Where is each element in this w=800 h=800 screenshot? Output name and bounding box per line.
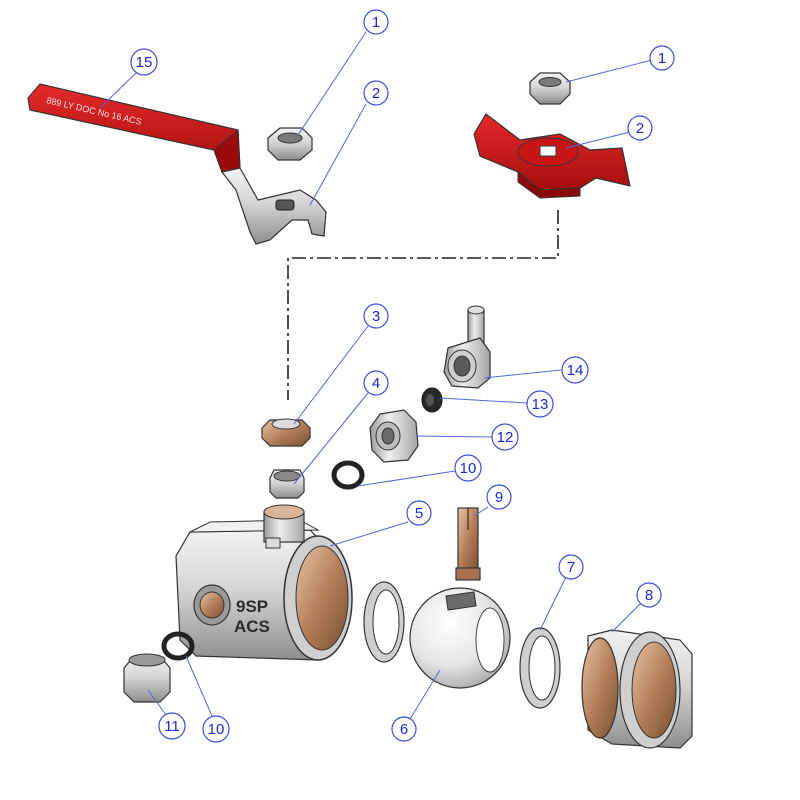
butterfly-square-hole: [539, 145, 557, 157]
svg-text:11: 11: [164, 718, 180, 735]
leader-lines: [99, 31, 653, 720]
callout-2-right: 2: [627, 115, 653, 141]
callout-14: 14: [561, 356, 589, 384]
svg-text:7: 7: [567, 559, 575, 576]
callout-7: 7: [558, 554, 584, 580]
union-nut: [369, 409, 419, 463]
svg-text:9: 9: [495, 489, 503, 506]
svg-text:14: 14: [567, 362, 584, 379]
callout-15: 15: [130, 48, 158, 76]
svg-text:13: 13: [532, 396, 549, 413]
callout-1-left: 1: [363, 9, 389, 35]
small-seal: [421, 387, 443, 413]
callout-5: 5: [406, 500, 432, 526]
svg-text:15: 15: [136, 54, 153, 71]
callout-12: 12: [491, 423, 519, 451]
callout-13: 13: [526, 390, 554, 418]
callout-10-lower: 10: [202, 715, 230, 743]
hex-nut-left: [267, 127, 313, 161]
svg-text:3: 3: [372, 308, 380, 325]
o-ring-lower: [161, 631, 195, 661]
svg-text:2: 2: [372, 85, 380, 102]
ball: [409, 587, 511, 689]
gland-ring: [269, 469, 305, 499]
o-ring-upper: [331, 460, 365, 490]
svg-text:6: 6: [400, 721, 408, 738]
butterfly-handle: [473, 113, 631, 199]
svg-text:8: 8: [645, 587, 653, 604]
seat-ring-left: [363, 581, 405, 663]
callout-11: 11: [158, 712, 186, 740]
handle-square-hole: [275, 199, 295, 211]
body-mark-line2: ACS: [234, 617, 270, 636]
assembly-axis-lines: [287, 210, 559, 400]
callout-4: 4: [363, 370, 389, 396]
callout-9: 9: [486, 484, 512, 510]
svg-text:4: 4: [372, 375, 380, 392]
lever-handle: 889 LY DOC No 16 ACS: [27, 83, 327, 245]
svg-text:5: 5: [415, 505, 423, 522]
svg-text:10: 10: [460, 460, 477, 477]
svg-text:1: 1: [372, 14, 380, 31]
seat-ring-right: [519, 627, 561, 709]
callout-3: 3: [363, 303, 389, 329]
callout-6: 6: [391, 716, 417, 742]
svg-text:2: 2: [636, 120, 644, 137]
body-mark-line1: 9SP: [236, 597, 268, 616]
callout-1-right: 1: [649, 45, 675, 71]
drain-plug: [123, 653, 171, 703]
valve-stem: [455, 507, 481, 581]
end-connector: [581, 629, 693, 749]
svg-text:12: 12: [497, 429, 514, 446]
svg-text:1: 1: [658, 50, 666, 67]
callout-8: 8: [636, 582, 662, 608]
hex-nut-right: [529, 72, 571, 105]
valve-body: 9SP ACS: [175, 504, 353, 661]
stem-nut: [261, 418, 311, 447]
callout-2-left: 2: [363, 80, 389, 106]
callout-10-upper: 10: [454, 454, 482, 482]
drain-fitting: [443, 305, 491, 389]
svg-text:10: 10: [208, 721, 225, 738]
